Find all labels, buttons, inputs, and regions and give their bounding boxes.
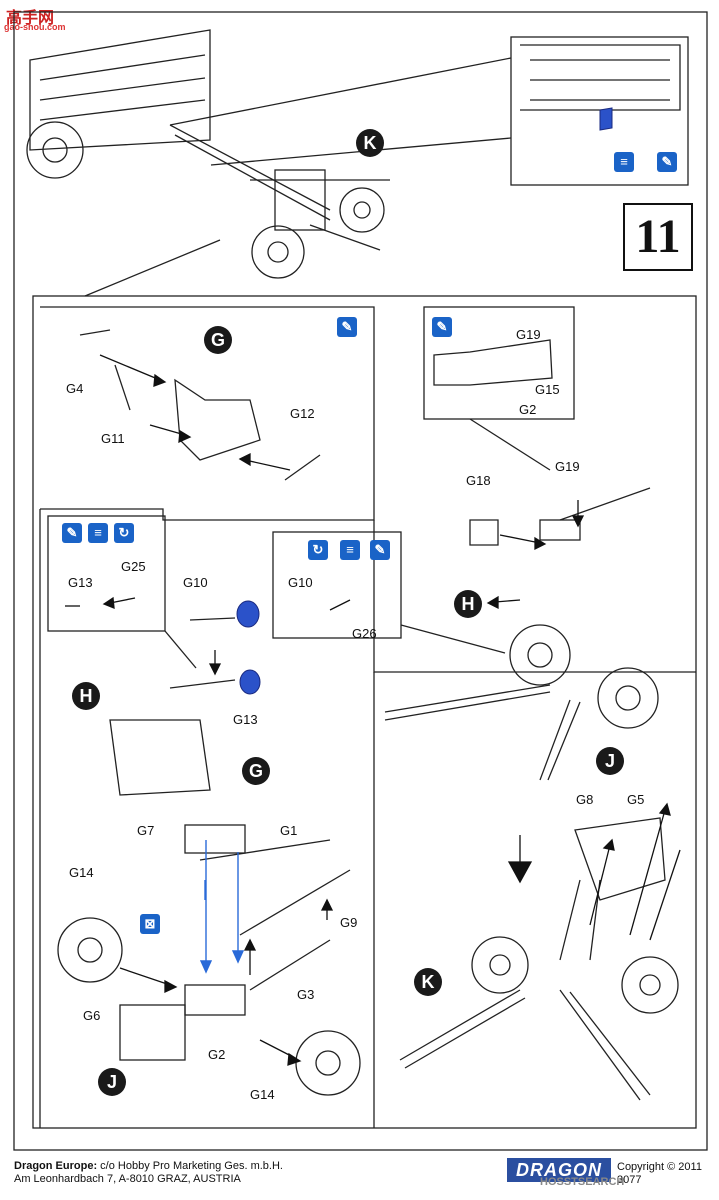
- part-label-g9: G9: [340, 915, 358, 930]
- paint-icon: ≡: [340, 540, 360, 560]
- step-number: 11: [623, 203, 693, 271]
- footer-copyright-block: Copyright © 2011 3077: [617, 1161, 702, 1187]
- part-label-g11: G11: [101, 431, 125, 446]
- part-label-g7: G7: [137, 823, 155, 838]
- part-label-g13-inset: G13: [68, 575, 93, 590]
- callout-k-top: K: [356, 129, 384, 157]
- part-label-g8: G8: [576, 792, 594, 807]
- part-label-g5: G5: [627, 792, 645, 807]
- paint-icon: ≡: [88, 523, 108, 543]
- rotate-icon: ↻: [114, 523, 134, 543]
- callout-j-right: J: [596, 747, 624, 775]
- footer-company: Dragon Europe:: [14, 1160, 98, 1172]
- part-label-g14-left: G14: [69, 865, 94, 880]
- dragon-logo: DRAGON: [507, 1158, 611, 1182]
- footer-line1: c/o Hobby Pro Marketing Ges. m.b.H.: [97, 1160, 283, 1172]
- part-label-g3: G3: [297, 987, 315, 1002]
- glue-icon: ✎: [657, 152, 677, 172]
- part-label-g2-inset: G2: [519, 402, 537, 417]
- part-label-g2: G2: [208, 1047, 226, 1062]
- glue-icon: ✎: [337, 317, 357, 337]
- part-label-g19: G19: [555, 459, 580, 474]
- callout-h-left: H: [72, 682, 100, 710]
- watermark-bottom: HOSSTSEARCH: [540, 1176, 625, 1188]
- footer-line2: Am Leonhardbach 7, A-8010 GRAZ, AUSTRIA: [14, 1173, 241, 1185]
- glue-icon: ✎: [370, 540, 390, 560]
- part-label-g15: G15: [535, 382, 560, 397]
- rotate-icon: ↻: [308, 540, 328, 560]
- cement-tube-icon: ⊠: [140, 914, 160, 934]
- watermark-subtext: gao-shou.com: [4, 22, 66, 32]
- part-label-g14-right: G14: [250, 1087, 275, 1102]
- watermark-logo: 高手网: [6, 10, 55, 27]
- part-label-g12: G12: [290, 406, 315, 421]
- part-label-g18: G18: [466, 473, 491, 488]
- part-label-g13: G13: [233, 712, 258, 727]
- glue-icon: ✎: [62, 523, 82, 543]
- footer-code: 3077: [617, 1174, 642, 1186]
- part-label-g6: G6: [83, 1008, 101, 1023]
- footer-copyright: Copyright © 2011: [617, 1161, 702, 1173]
- callout-g-box: G: [204, 326, 232, 354]
- part-label-g26: G26: [352, 626, 377, 641]
- callout-g-mid: G: [242, 757, 270, 785]
- part-label-g10-inset: G10: [288, 575, 313, 590]
- footer-address: Dragon Europe: c/o Hobby Pro Marketing G…: [14, 1160, 283, 1186]
- callout-j-bottom: J: [98, 1068, 126, 1096]
- callout-k-bottom: K: [414, 968, 442, 996]
- paint-icon: ≡: [614, 152, 634, 172]
- part-label-g4: G4: [66, 381, 84, 396]
- glue-icon: ✎: [432, 317, 452, 337]
- part-label-g1: G1: [280, 823, 298, 838]
- part-label-g19-inset: G19: [516, 327, 541, 342]
- part-label-g25: G25: [121, 559, 146, 574]
- part-label-g10: G10: [183, 575, 208, 590]
- callout-h-right: H: [454, 590, 482, 618]
